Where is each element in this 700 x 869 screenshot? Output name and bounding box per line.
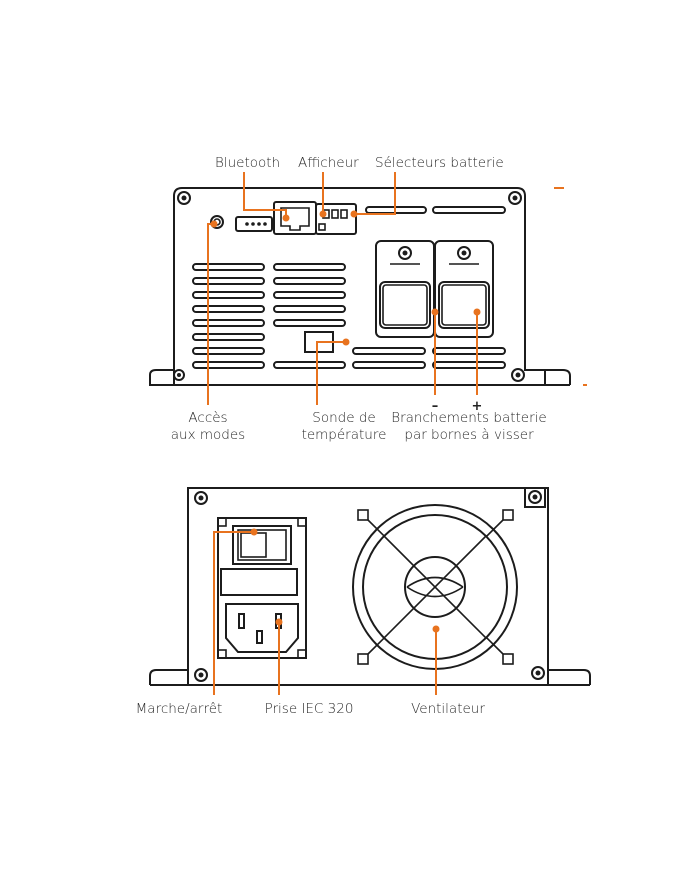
battery-terminal-negative [375, 240, 435, 338]
label-branchements-line2: par bornes à visser [404, 427, 534, 443]
bluetooth-connector [235, 216, 273, 232]
label-bluetooth: Bluetooth [215, 155, 280, 171]
label-afficheur: Afficheur [298, 155, 359, 171]
label-plus: + [472, 399, 483, 414]
label-selecteurs-batterie: Sélecteurs batterie [375, 155, 504, 171]
screw-icon [173, 369, 185, 381]
label-ventilateur: Ventilateur [411, 701, 485, 717]
display-port [273, 201, 317, 235]
power-module [217, 517, 307, 659]
label-marche-arret: Marche/arrêt [136, 701, 223, 717]
battery-selectors [315, 203, 357, 235]
fan [352, 504, 518, 670]
screw-icon [511, 368, 525, 382]
battery-terminal-positive [434, 240, 494, 338]
leaders-bottom [213, 528, 440, 695]
power-switch [232, 525, 292, 565]
leaders-top [207, 172, 481, 405]
screw-icon [194, 491, 208, 505]
screw-icon [508, 191, 522, 205]
label-branchements-line1: Branchements batterie [391, 410, 546, 426]
screw-icon [177, 191, 191, 205]
screw-icon [524, 487, 546, 508]
iec-socket [225, 603, 299, 653]
label-minus: – [432, 399, 439, 414]
screw-icon [194, 668, 208, 682]
fuse-holder [220, 568, 298, 596]
dc-panel [149, 187, 587, 386]
label-sonde-line1: Sonde de [312, 410, 375, 426]
dc-panel-body [173, 187, 546, 385]
ac-panel-body [187, 487, 549, 685]
ac-panel [149, 487, 591, 686]
label-sonde-line2: température [302, 427, 387, 443]
label-acces-line1: Accès [188, 410, 227, 426]
screw-icon [531, 666, 545, 680]
vent-slots-left [192, 263, 506, 369]
label-acces-line2: aux modes [171, 427, 245, 443]
label-prise-iec: Prise IEC 320 [265, 701, 354, 717]
